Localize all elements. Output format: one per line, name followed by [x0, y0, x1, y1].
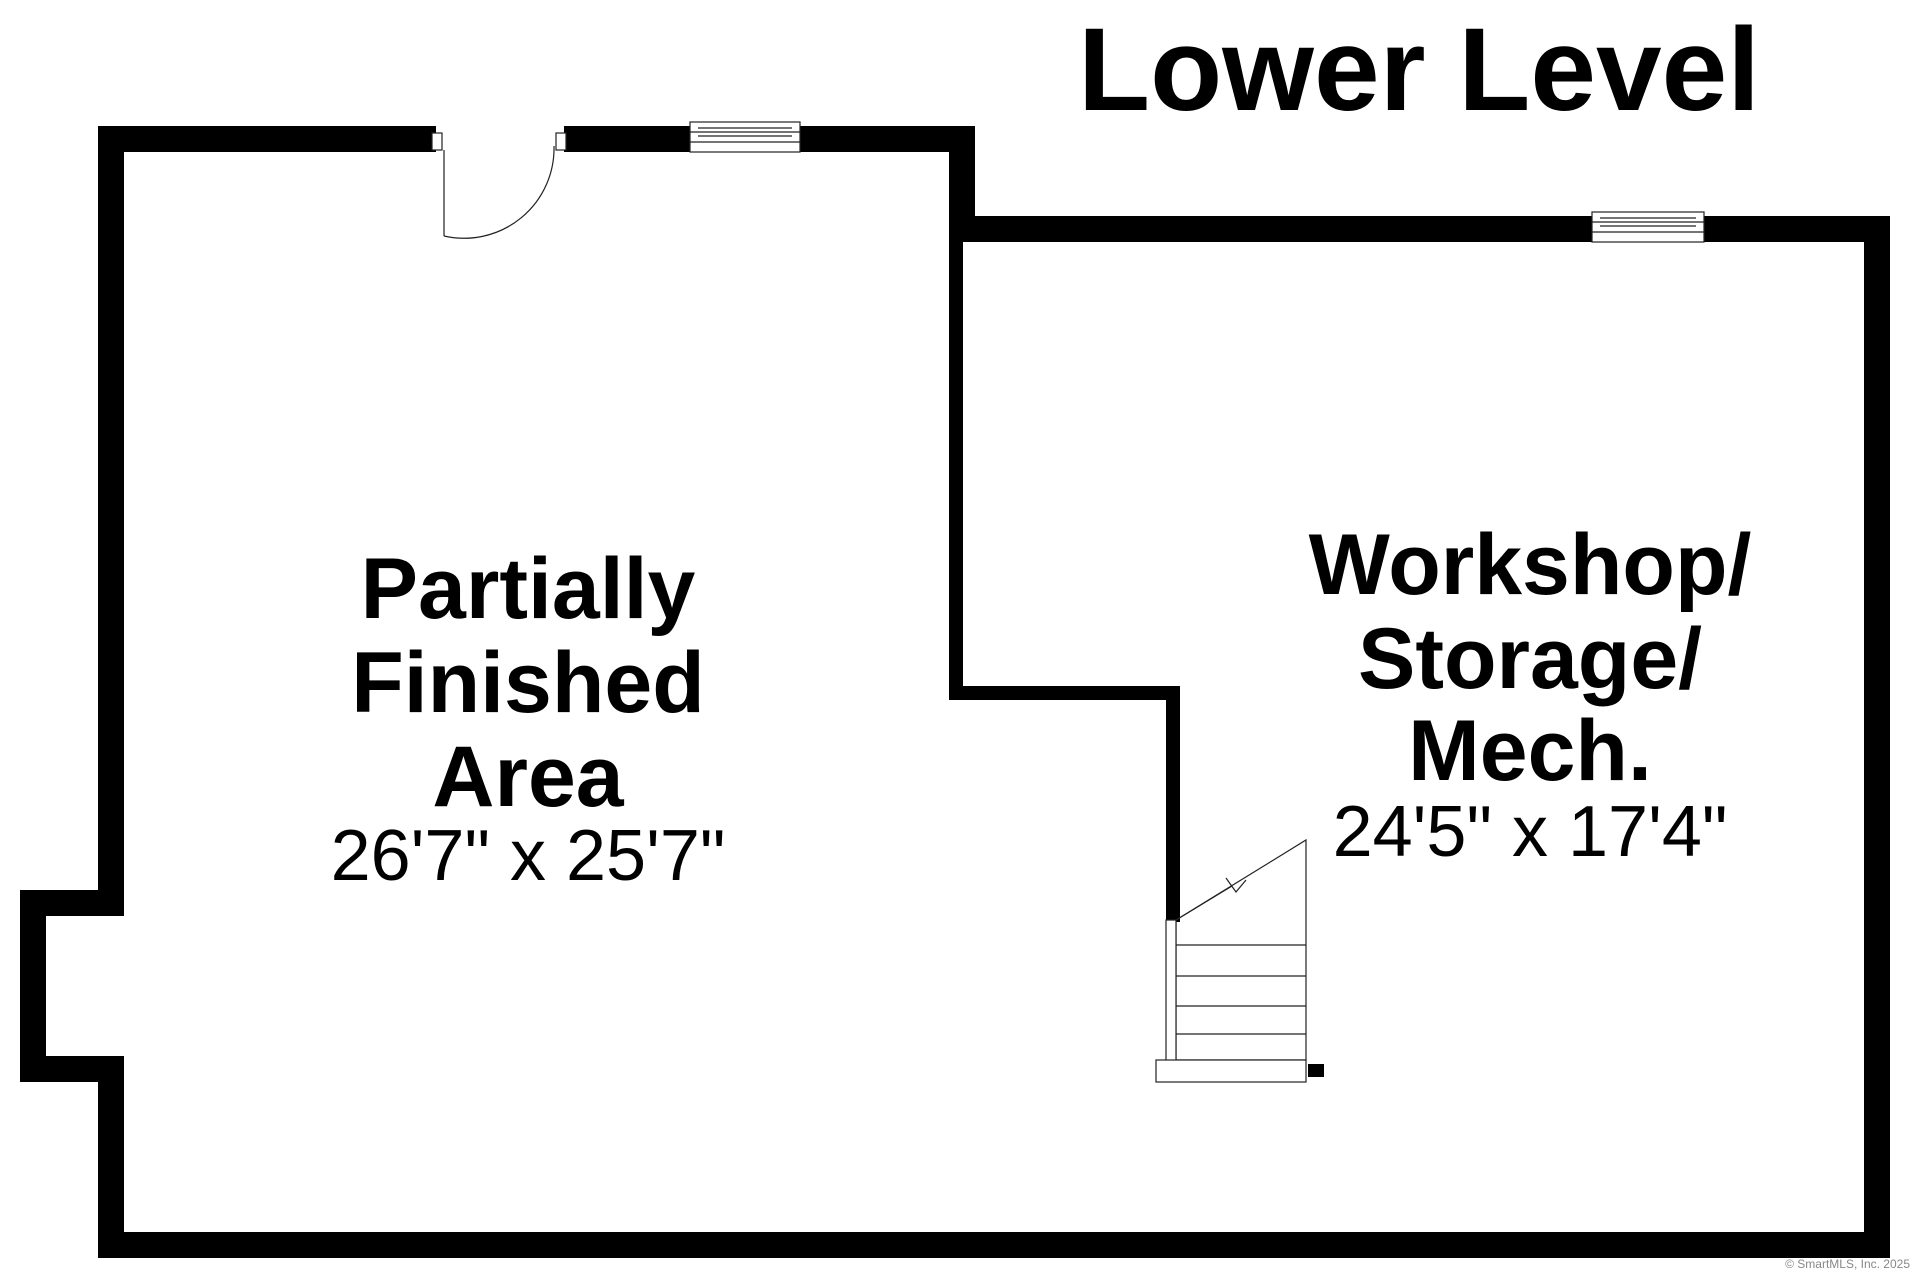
staircase: [1155, 838, 1324, 1083]
interior-walls: [949, 216, 1180, 922]
room-partially-finished-area: Partially Finished Area 26'7" x 25'7": [331, 541, 726, 896]
room-dimensions: 26'7" x 25'7": [331, 816, 726, 896]
door: [431, 132, 567, 239]
room-workshop-storage-mech: Workshop/ Storage/ Mech. 24'5" x 17'4": [1309, 517, 1752, 872]
window-top-left: [689, 121, 801, 153]
exterior-walls: [20, 126, 1890, 1258]
copyright-text: © SmartMLS, Inc. 2025: [1785, 1257, 1910, 1271]
room-name-line: Storage/: [1358, 611, 1702, 707]
room-dimensions: 24'5" x 17'4": [1333, 792, 1728, 872]
floor-title: Lower Level: [1078, 4, 1760, 136]
room-name-line: Partially: [361, 541, 696, 637]
window-top-right: [1591, 211, 1705, 243]
room-name-line: Finished: [351, 635, 705, 731]
room-name-line: Mech.: [1408, 703, 1652, 799]
room-name-line: Workshop/: [1309, 517, 1752, 613]
room-name-line: Area: [432, 729, 624, 825]
